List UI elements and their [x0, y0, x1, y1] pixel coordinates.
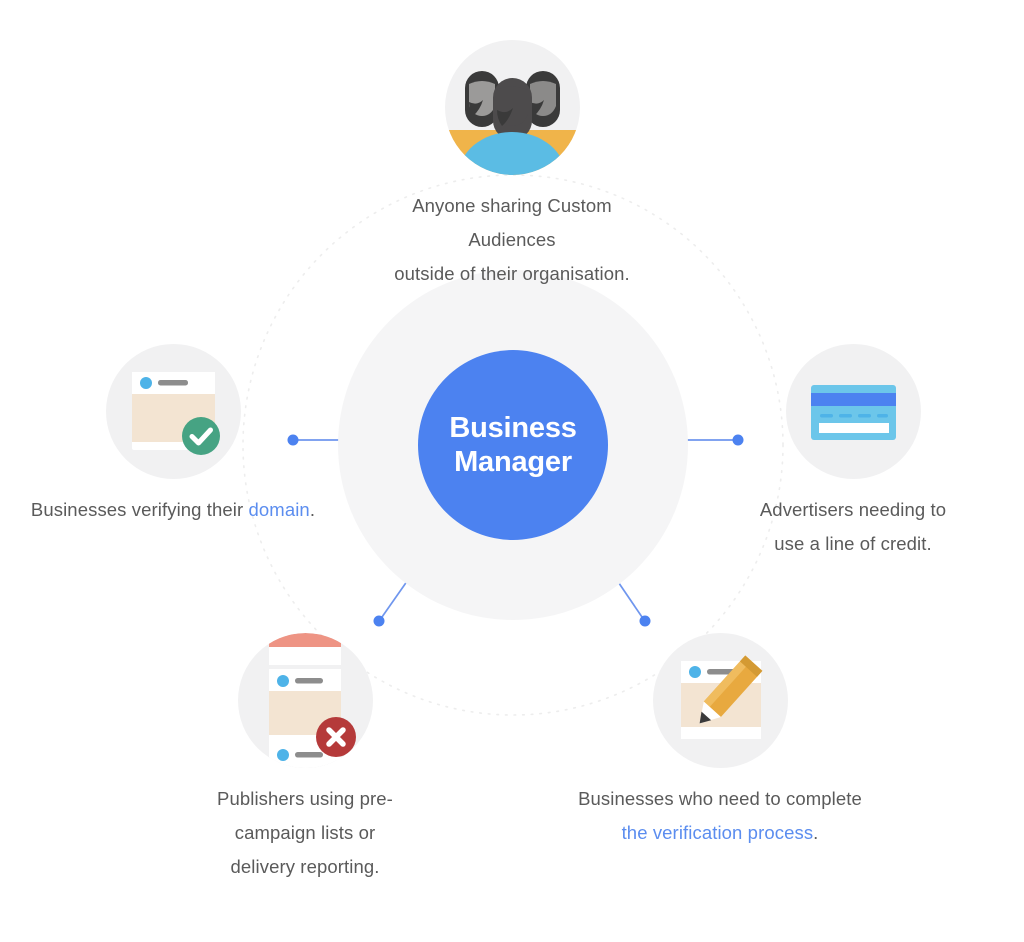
node-top-line-1: Anyone sharing Custom Audiences	[412, 195, 612, 251]
node-left-text-suffix: .	[309, 499, 316, 520]
node-bottom-left-caption: Publishers using pre- campaign lists or …	[217, 782, 393, 885]
guide-circle	[242, 174, 784, 716]
node-right: Advertisers needing to use a line of cre…	[708, 344, 998, 561]
node-bl-line-2: campaign lists or	[234, 822, 376, 844]
domain-link[interactable]: domain	[248, 499, 310, 520]
connector-dot-right	[732, 434, 744, 446]
window-title-line	[157, 380, 188, 386]
hub-label: Business Manager	[449, 411, 577, 478]
node-right-line-2: use a line of credit.	[774, 533, 932, 555]
node-left: Businesses verifying their domain.	[28, 344, 318, 527]
card-number-dashes	[819, 414, 888, 418]
node-right-caption: Advertisers needing to use a line of cre…	[760, 493, 946, 561]
card-magnetic-stripe	[810, 393, 896, 406]
people-group-icon	[444, 40, 580, 175]
connector-dot-left	[287, 434, 299, 446]
node-bottom-right: Businesses who need to complete the veri…	[575, 633, 865, 850]
node-top-caption: Anyone sharing Custom Audiences outside …	[367, 189, 657, 292]
edit-form-pencil-icon	[652, 633, 788, 768]
verified-website-icon	[105, 344, 241, 479]
pencil	[699, 655, 762, 724]
window-dot	[139, 377, 152, 389]
connector-dot-bottom-right	[639, 615, 651, 627]
connector-dot-bottom-left	[373, 615, 385, 627]
blocked-feed-list-icon	[237, 633, 373, 768]
node-top: Anyone sharing Custom Audiences outside …	[367, 40, 657, 292]
hub-business-manager[interactable]: Business Manager	[418, 350, 608, 540]
node-bottom-left: Publishers using pre- campaign lists or …	[160, 633, 450, 885]
card-signature-strip	[818, 423, 889, 433]
node-right-line-1: Advertisers needing to	[759, 499, 947, 520]
node-left-caption: Businesses verifying their domain.	[31, 493, 315, 527]
node-br-text-prefix: Businesses who need to complete	[578, 788, 862, 809]
verified-badge	[181, 417, 220, 455]
node-bottom-right-caption: Businesses who need to complete the veri…	[575, 782, 865, 850]
node-bl-line-1: Publishers using pre-	[217, 788, 393, 809]
node-top-line-2: outside of their organisation.	[394, 263, 630, 285]
node-bl-line-3: delivery reporting.	[230, 856, 380, 878]
verification-process-link[interactable]: the verification process	[621, 822, 814, 844]
credit-card-icon	[785, 344, 921, 479]
node-br-text-suffix: .	[813, 822, 819, 844]
node-left-text-prefix: Businesses verifying their	[30, 499, 249, 520]
